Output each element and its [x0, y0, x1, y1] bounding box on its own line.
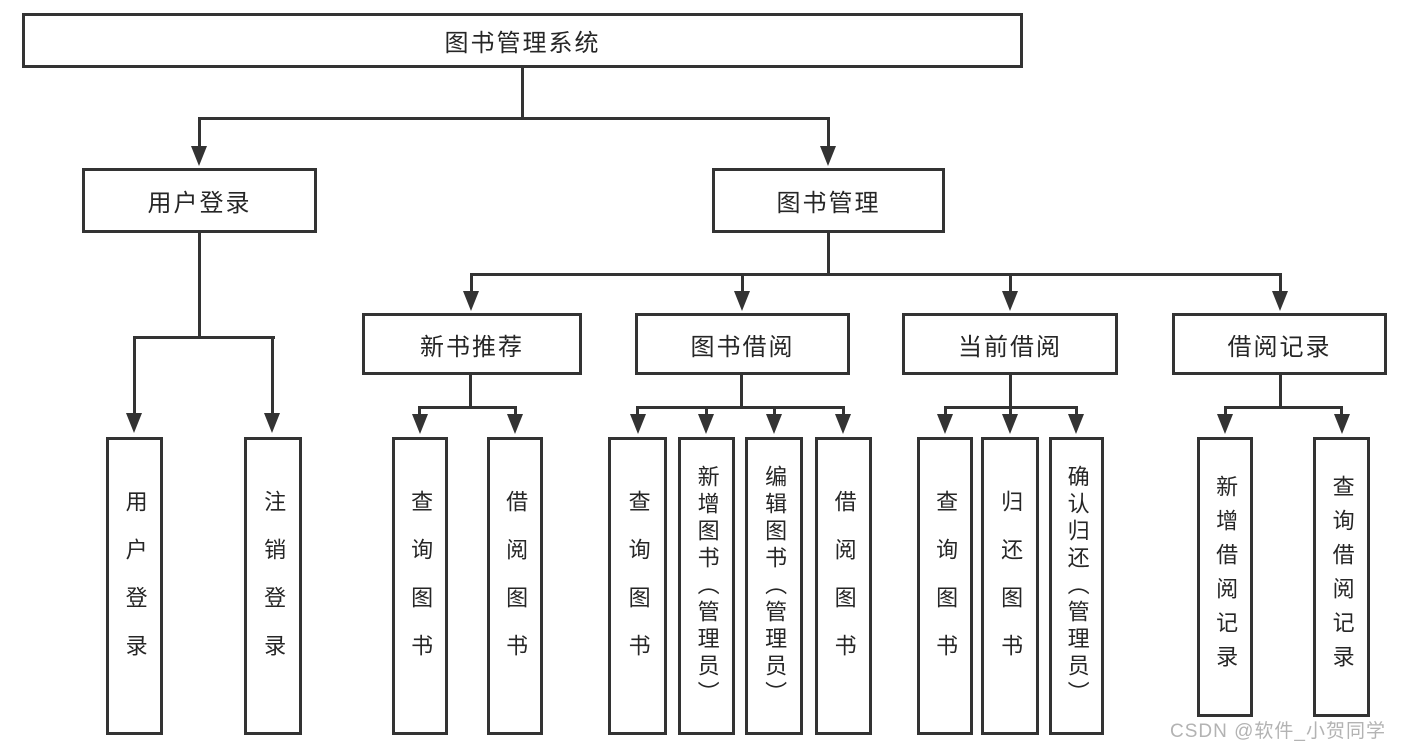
connector-records-split	[1224, 406, 1343, 409]
connector-borrow-split	[636, 406, 845, 409]
connector-root-drop	[521, 68, 524, 117]
arrowhead-down	[734, 291, 750, 311]
arrowhead-down	[126, 413, 142, 433]
connector-userlogin-drop	[198, 233, 201, 336]
csdn-watermark: CSDN @软件_小贺同学	[1170, 721, 1386, 742]
connector-stem	[470, 273, 473, 293]
leaf-add-books-admin: 新增图书（管理员）	[678, 437, 735, 735]
leaf-rec-borrow-books: 借阅图书	[487, 437, 543, 735]
arrowhead-down	[937, 414, 953, 434]
arrowhead-down	[630, 414, 646, 434]
connector-current-drop	[1009, 375, 1012, 406]
connector-stem	[705, 406, 708, 418]
arrowhead-down	[264, 413, 280, 433]
leaf-return-books: 归还图书	[981, 437, 1039, 735]
arrowhead-down	[1217, 414, 1233, 434]
arrowhead-down	[191, 146, 207, 166]
connector-stem	[1340, 406, 1343, 418]
leaf-edit-books-admin: 编辑图书（管理员）	[745, 437, 803, 735]
arrowhead-down	[412, 414, 428, 434]
arrowhead-down	[835, 414, 851, 434]
connector-stem	[1075, 406, 1078, 418]
arrowhead-down	[1334, 414, 1350, 434]
arrowhead-down	[766, 414, 782, 434]
leaf-current-query-books: 查询图书	[917, 437, 973, 735]
connector-stem	[1009, 406, 1012, 418]
connector-stem	[741, 273, 744, 293]
connector-stem	[198, 117, 201, 149]
arrowhead-down	[1002, 291, 1018, 311]
connector-stem	[827, 117, 830, 149]
connector-stem	[514, 406, 517, 418]
node-root: 图书管理系统	[22, 13, 1023, 68]
leaf-confirm-return-admin: 确认归还（管理员）	[1049, 437, 1104, 735]
node-book-management: 图书管理	[712, 168, 945, 233]
leaf-query-borrow-record: 查询借阅记录	[1313, 437, 1370, 717]
arrowhead-down	[1002, 414, 1018, 434]
connector-stem	[1279, 273, 1282, 293]
leaf-add-borrow-record: 新增借阅记录	[1197, 437, 1253, 717]
connector-records-drop	[1279, 375, 1282, 406]
leaf-borrow-borrow-books: 借阅图书	[815, 437, 872, 735]
arrowhead-down	[1068, 414, 1084, 434]
leaf-rec-query-books: 查询图书	[392, 437, 448, 735]
connector-userlogin-split	[133, 336, 275, 339]
connector-stem	[773, 406, 776, 418]
arrowhead-down	[820, 146, 836, 166]
connector-bookmgmt-drop	[827, 233, 830, 273]
leaf-logout: 注销登录	[244, 437, 302, 735]
arrowhead-down	[507, 414, 523, 434]
arrowhead-down	[698, 414, 714, 434]
connector-root-split	[198, 117, 830, 120]
node-book-borrow: 图书借阅	[635, 313, 850, 375]
connector-stem	[1009, 273, 1012, 293]
leaf-borrow-query-books: 查询图书	[608, 437, 667, 735]
leaf-user-login: 用户登录	[106, 437, 163, 735]
connector-stem	[636, 406, 639, 418]
connector-stem	[133, 336, 136, 416]
node-new-book-recommend: 新书推荐	[362, 313, 582, 375]
connector-borrow-drop	[740, 375, 743, 406]
connector-rec-split	[418, 406, 517, 409]
connector-stem	[1224, 406, 1227, 418]
connector-stem	[418, 406, 421, 418]
node-user-login: 用户登录	[82, 168, 317, 233]
connector-stem	[271, 336, 274, 416]
arrowhead-down	[463, 291, 479, 311]
node-current-borrow: 当前借阅	[902, 313, 1118, 375]
connector-bookmgmt-split	[470, 273, 1281, 276]
connector-stem	[944, 406, 947, 418]
node-borrow-records: 借阅记录	[1172, 313, 1387, 375]
connector-rec-drop	[469, 375, 472, 406]
connector-stem	[842, 406, 845, 418]
arrowhead-down	[1272, 291, 1288, 311]
